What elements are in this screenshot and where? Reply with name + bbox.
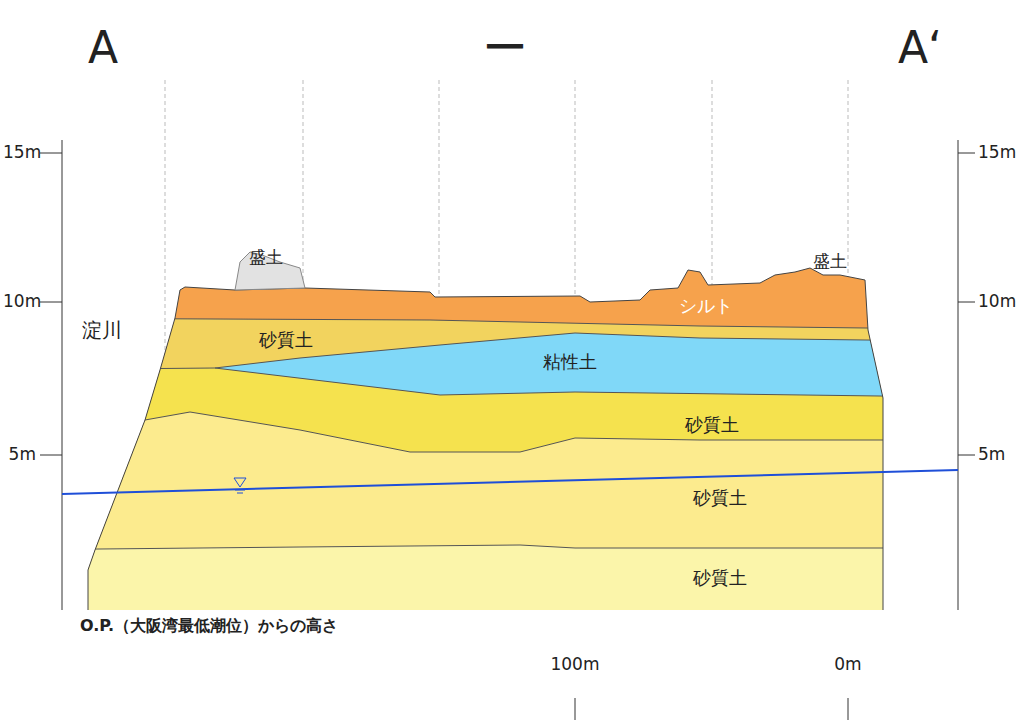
section-outline xyxy=(88,268,883,610)
soil-layer-label: 盛土 xyxy=(249,248,283,268)
height-tick: 15m xyxy=(978,143,1016,163)
layer-name: 砂質土 xyxy=(693,568,747,589)
layer-name: 盛土 xyxy=(813,252,847,272)
soil-layers xyxy=(0,200,1031,700)
layer-name: 盛土 xyxy=(249,248,283,268)
layer-name: 砂質土 xyxy=(685,415,739,436)
distance-tick: 0m xyxy=(834,655,861,675)
datum-note: O.P.（大阪湾最低潮位）からの高さ xyxy=(80,617,338,635)
soil-layer-label: 砂質土 xyxy=(693,488,747,509)
height-tick: 15m xyxy=(3,143,41,163)
height-tick: 5m xyxy=(9,445,36,465)
height-tick: 10m xyxy=(3,292,41,312)
river-name: 淀川 xyxy=(82,319,122,342)
height-tick: 5m xyxy=(978,445,1005,465)
soil-layer-label: 砂質土 xyxy=(693,568,747,589)
groundwater-line xyxy=(62,470,958,494)
layer-name: シルト xyxy=(679,296,733,317)
layer-name: 砂質土 xyxy=(259,330,313,351)
soil-layer-label: 粘性土 xyxy=(543,352,597,373)
section-letter: A‘ xyxy=(898,23,942,74)
distance-tick: 100m xyxy=(550,655,599,675)
water-level-symbol xyxy=(234,478,246,493)
section-letter: A xyxy=(88,23,118,74)
section-dash: ー xyxy=(483,23,527,74)
layer-name: 粘性土 xyxy=(543,352,597,373)
soil-layer-label: 砂質土 xyxy=(259,330,313,351)
soil-layer-label: シルト xyxy=(679,296,733,317)
soil-layer-label: 盛土 xyxy=(813,252,847,272)
layer-name: 砂質土 xyxy=(693,488,747,509)
height-tick: 10m xyxy=(978,292,1016,312)
soil-layer-label: 砂質土 xyxy=(685,415,739,436)
